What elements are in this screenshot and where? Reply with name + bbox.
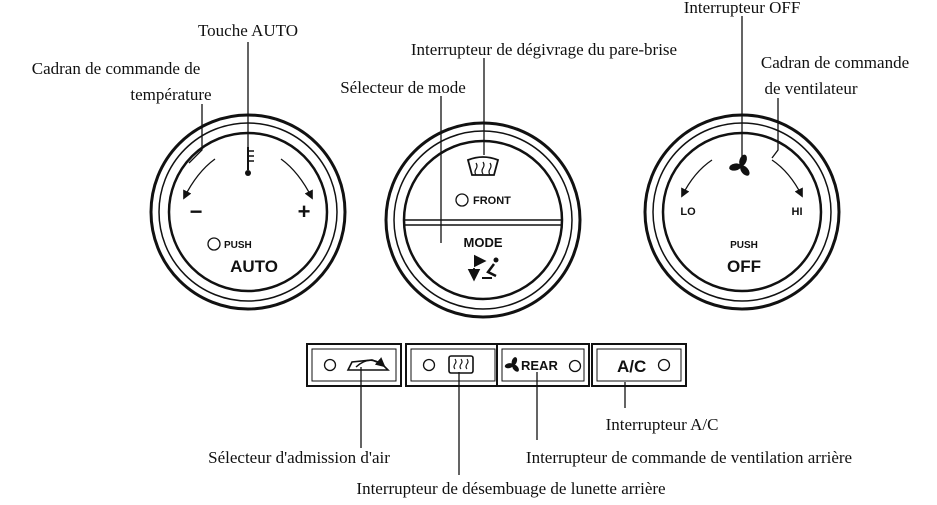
fan-dial-callout-line1: Cadran de commande bbox=[761, 53, 909, 72]
plus-label: + bbox=[298, 199, 311, 224]
off-label: OFF bbox=[727, 257, 761, 276]
fan-decrease-arrow bbox=[681, 159, 713, 198]
auto-indicator bbox=[207, 237, 221, 251]
auto-button[interactable]: PUSH AUTO bbox=[207, 237, 278, 276]
increase-arrow bbox=[280, 158, 313, 200]
windshield-defrost-button[interactable]: FRONT bbox=[455, 156, 511, 207]
fan-icon bbox=[729, 154, 750, 176]
lo-label: LO bbox=[680, 206, 696, 218]
mode-button[interactable]: MODE bbox=[464, 235, 503, 282]
windshield-defrost-icon bbox=[466, 156, 500, 176]
thermometer-icon bbox=[245, 147, 254, 176]
air-intake-indicator bbox=[323, 358, 337, 372]
fan-increase-arrow bbox=[771, 159, 803, 198]
air-intake-callout: Sélecteur d'admission d'air bbox=[208, 448, 390, 467]
auto-push-label: PUSH bbox=[224, 240, 252, 251]
fan-icon bbox=[504, 357, 519, 372]
off-push-label: PUSH bbox=[730, 240, 758, 251]
leader-lines bbox=[188, 16, 779, 475]
airflow-mode-icon bbox=[467, 254, 499, 282]
ac-label: A/C bbox=[617, 357, 646, 376]
ac-button[interactable]: A/C bbox=[591, 343, 687, 387]
defrost-switch-callout: Interrupteur de dégivrage du pare-brise bbox=[411, 40, 677, 59]
rear-fan-button[interactable]: REAR bbox=[496, 343, 590, 387]
rear-defogger-button[interactable] bbox=[405, 343, 501, 387]
air-intake-button[interactable] bbox=[306, 343, 402, 387]
rear-fan-callout: Interrupteur de commande de ventilation … bbox=[526, 448, 852, 467]
temperature-dial-callout-line2: température bbox=[130, 85, 211, 104]
decrease-arrow bbox=[183, 158, 216, 200]
mode-dial bbox=[384, 121, 582, 319]
auto-key-callout: Touche AUTO bbox=[198, 21, 298, 40]
front-label: FRONT bbox=[473, 195, 511, 207]
ac-switch-callout: Interrupteur A/C bbox=[606, 415, 719, 434]
fan-dial-callout-line2: de ventilateur bbox=[765, 79, 858, 98]
front-indicator bbox=[455, 193, 469, 207]
rear-fan-label: REAR bbox=[521, 358, 558, 373]
rear-fan-indicator bbox=[568, 359, 582, 373]
rear-defrost-icon bbox=[448, 355, 474, 374]
hi-label: HI bbox=[792, 206, 803, 218]
rear-defogger-indicator bbox=[422, 358, 436, 372]
temperature-dial-callout-line1: Cadran de commande de bbox=[32, 59, 201, 78]
mode-label: MODE bbox=[464, 235, 503, 250]
air-recirculation-icon bbox=[346, 357, 390, 371]
rear-defogger-callout: Interrupteur de désembuage de lunette ar… bbox=[356, 479, 665, 498]
ac-indicator bbox=[657, 358, 671, 372]
off-switch-callout: Interrupteur OFF bbox=[684, 0, 801, 17]
mode-selector-callout: Sélecteur de mode bbox=[340, 78, 466, 97]
minus-label: − bbox=[190, 199, 203, 224]
off-button[interactable]: PUSH OFF bbox=[727, 240, 761, 276]
auto-label: AUTO bbox=[230, 257, 278, 276]
